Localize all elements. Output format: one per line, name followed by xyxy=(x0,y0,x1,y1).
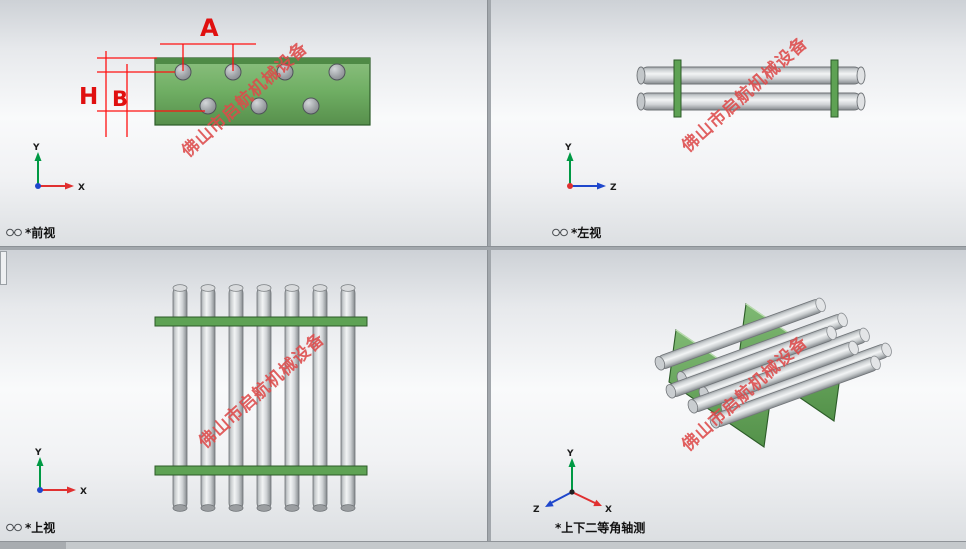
viewport-label-top: *上视 xyxy=(25,521,56,535)
z-axis-origin-dot xyxy=(35,183,41,189)
panel-splitter-handle[interactable] xyxy=(0,251,7,285)
y-axis-label: Y xyxy=(564,143,572,153)
rod-row-bottom[interactable] xyxy=(636,92,866,111)
dimension-label-a[interactable]: A xyxy=(200,14,219,42)
triad-origin-dot xyxy=(569,489,575,495)
y-axis-label: Y xyxy=(566,449,574,459)
rods[interactable] xyxy=(172,284,356,512)
x-axis-label: X xyxy=(78,183,85,193)
dimension-label-h[interactable]: H xyxy=(79,84,98,110)
z-axis-arrow xyxy=(545,491,573,507)
viewport-left[interactable]: 佛山市启航机械设备 Y Z *左视 xyxy=(490,0,966,246)
z-axis-label: Z xyxy=(533,505,540,515)
viewport-splitter-vertical[interactable] xyxy=(487,0,491,541)
plate-edges[interactable] xyxy=(673,59,839,118)
x-axis-label: X xyxy=(605,505,612,515)
view-orientation-icon xyxy=(6,523,22,532)
z-axis-arrow xyxy=(570,182,606,190)
viewport-label-front: *前视 xyxy=(25,226,56,240)
plate-holes[interactable] xyxy=(174,63,346,115)
y-axis-label: Y xyxy=(32,143,40,153)
viewport-front[interactable]: A H B 佛山市启航机械设备 Y X xyxy=(0,0,487,246)
plate-bars[interactable] xyxy=(154,316,368,476)
y-axis-label: Y xyxy=(34,448,42,458)
viewport-top[interactable]: 佛山市启航机械设备 Y X *上视 xyxy=(0,249,487,541)
x-axis-arrow xyxy=(40,486,76,494)
coordinate-triad: Y X Z xyxy=(533,449,612,515)
coordinate-triad: Y X xyxy=(32,143,85,193)
y-axis-arrow xyxy=(36,457,44,490)
rod-row-top[interactable] xyxy=(636,66,866,85)
left-view-model[interactable] xyxy=(636,59,866,118)
viewport-label-left: *左视 xyxy=(571,226,602,240)
dimension-annotations[interactable] xyxy=(97,43,256,137)
view-orientation-icon xyxy=(552,228,568,237)
viewport-isometric[interactable]: 佛山市启航机械设备 Y X Z xyxy=(490,249,966,541)
bottom-edge-segment xyxy=(0,542,66,549)
z-axis-origin-dot xyxy=(37,487,43,493)
viewport-label-isometric: *上下二等角轴测 xyxy=(555,521,646,535)
viewport-splitter-horizontal[interactable] xyxy=(0,246,966,250)
y-axis-arrow xyxy=(568,458,576,492)
dimension-label-b[interactable]: B xyxy=(112,87,128,111)
y-axis-arrow xyxy=(566,152,574,186)
x-axis-arrow xyxy=(38,182,74,190)
z-axis-label: Z xyxy=(610,183,617,193)
x-axis-origin-dot xyxy=(567,183,573,189)
x-axis-label: X xyxy=(80,487,87,497)
bottom-edge-bar xyxy=(0,541,966,549)
isometric-model[interactable] xyxy=(652,296,894,448)
y-axis-arrow xyxy=(34,152,42,186)
top-view-model[interactable] xyxy=(154,284,368,512)
front-view-model[interactable] xyxy=(154,57,371,126)
x-axis-arrow xyxy=(571,491,602,507)
coordinate-triad: Y Z xyxy=(564,143,617,193)
coordinate-triad: Y X xyxy=(34,448,87,497)
view-orientation-icon xyxy=(6,228,22,237)
